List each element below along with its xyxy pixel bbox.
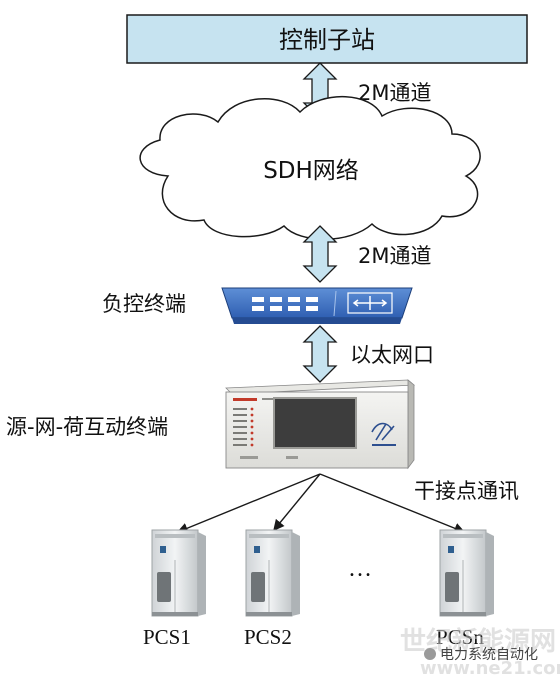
control-substation-box	[126, 14, 528, 64]
ethernet-port-label: 以太网口	[350, 343, 434, 367]
control-substation-label: 控制子站	[279, 26, 375, 54]
link-2m-lower-label: 2M通道	[358, 244, 431, 268]
pcs1-label: PCS1	[143, 625, 191, 649]
double-arrow-middle	[302, 225, 338, 283]
load-control-terminal-device	[221, 287, 413, 324]
pcs-cabinet-1	[151, 529, 206, 617]
watermark-url: www.ne21.com	[420, 658, 560, 679]
dry-contact-comm-label: 干接点通讯	[414, 479, 519, 503]
interaction-terminal-label: 源-网-荷互动终端	[6, 415, 168, 439]
branch-arrow-pcsn	[319, 473, 466, 534]
watermark-account-name: 电力系统自动化	[440, 647, 538, 663]
double-arrow-lower	[302, 325, 338, 383]
pcs-cabinet-n	[439, 529, 494, 617]
wechat-icon	[424, 648, 436, 660]
sdh-network-label: SDH网络	[263, 158, 359, 184]
branch-arrow-pcs1	[176, 473, 321, 534]
link-2m-upper-label: 2M通道	[358, 81, 431, 105]
ellipsis: …	[348, 556, 372, 582]
load-control-terminal-label: 负控终端	[102, 292, 186, 316]
branch-arrow-pcs2	[273, 473, 321, 532]
interaction-terminal-device	[225, 379, 416, 470]
pcs-cabinet-2	[245, 529, 300, 617]
sdh-cloud-shape	[139, 95, 481, 240]
pcs2-label: PCS2	[244, 625, 292, 649]
pcsn-label: PCSn	[436, 625, 484, 649]
